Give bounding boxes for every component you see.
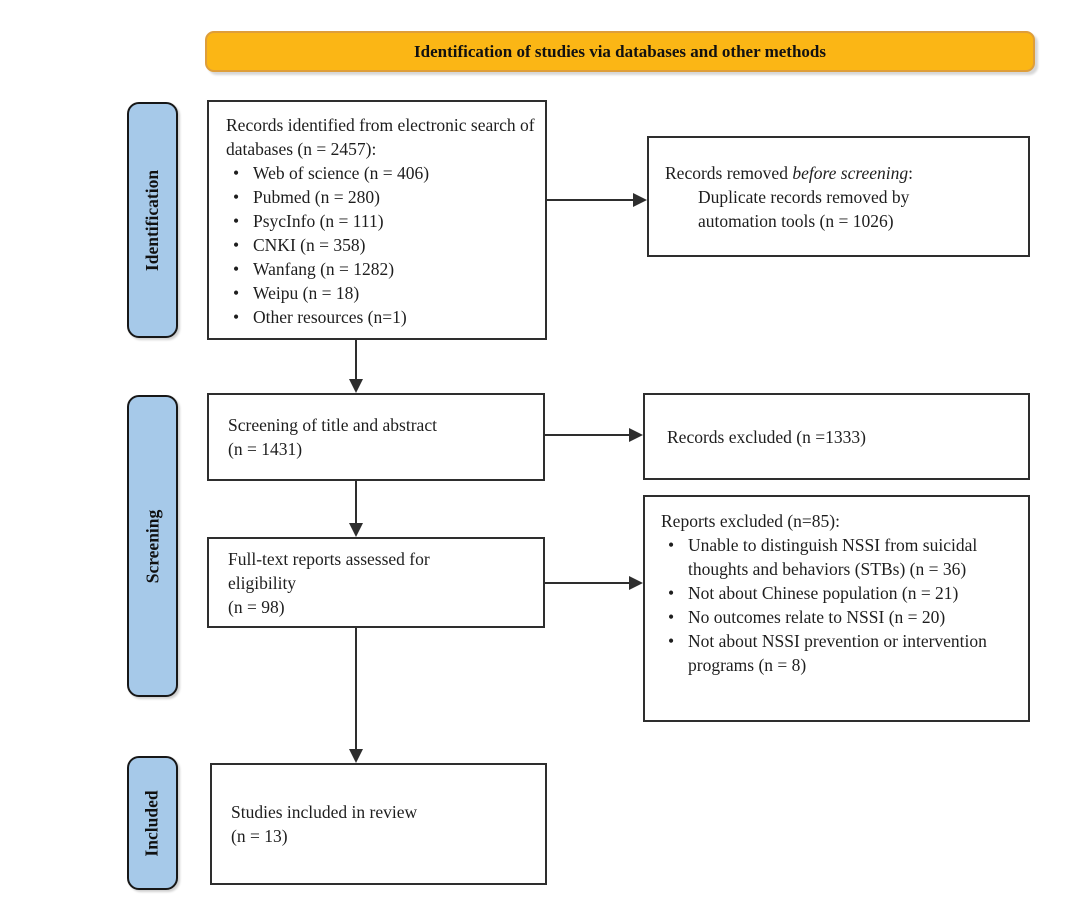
box-screening-title-abstract: Screening of title and abstract (n = 143… <box>207 393 545 481</box>
stage-label-screening-text: Screening <box>142 509 163 583</box>
box-records-removed: Records removed before screening: Duplic… <box>647 136 1030 257</box>
included-line1: Studies included in review <box>231 802 418 822</box>
exclusion-reason: Not about Chinese population (n = 21) <box>661 581 1022 605</box>
database-item: Web of science (n = 406) <box>226 161 537 185</box>
fulltext-line3: (n = 98) <box>228 596 285 617</box>
reports-excluded-heading: Reports excluded (n=85): <box>661 511 840 531</box>
database-item: Wanfang (n = 1282) <box>226 257 537 281</box>
arrow-line <box>545 582 631 584</box>
arrow-line <box>355 628 357 750</box>
database-item: Weipu (n = 18) <box>226 281 537 305</box>
arrow-head-right-icon <box>629 428 643 442</box>
exclusion-reason: Unable to distinguish NSSI from suicidal… <box>661 533 1022 581</box>
records-excluded-text: Records excluded (n =1333) <box>667 426 866 447</box>
records-removed-italic: before screening <box>792 162 909 183</box>
reports-excluded-list: Unable to distinguish NSSI from suicidal… <box>661 533 1022 677</box>
arrow-line <box>355 481 357 524</box>
box-records-identified: Records identified from electronic searc… <box>207 100 547 340</box>
records-identified-heading: Records identified from electronic searc… <box>226 115 535 159</box>
arrow-head-right-icon <box>629 576 643 590</box>
stage-label-included-text: Included <box>142 789 163 857</box>
exclusion-reason: No outcomes relate to NSSI (n = 20) <box>661 605 1022 629</box>
exclusion-reason: Not about NSSI prevention or interventio… <box>661 629 1022 677</box>
records-identified-list: Web of science (n = 406) Pubmed (n = 280… <box>226 161 537 329</box>
records-removed-line2: Duplicate records removed by <box>698 186 910 207</box>
database-item: Pubmed (n = 280) <box>226 185 537 209</box>
title-banner-label: Identification of studies via databases … <box>414 41 826 61</box>
arrow-line <box>545 434 631 436</box>
records-removed-prefix: Records removed <box>665 162 793 183</box>
box-records-excluded: Records excluded (n =1333) <box>643 393 1030 480</box>
stage-label-identification-text: Identification <box>142 169 162 271</box>
database-item: CNKI (n = 358) <box>226 233 537 257</box>
records-removed-suffix: : <box>908 162 914 183</box>
box-reports-excluded: Reports excluded (n=85): Unable to disti… <box>643 495 1030 722</box>
arrow-head-down-icon <box>349 749 363 763</box>
database-item: PsycInfo (n = 111) <box>226 209 537 233</box>
arrow-head-down-icon <box>349 523 363 537</box>
stage-label-included: Included <box>127 756 178 890</box>
screening-line2: (n = 1431) <box>228 439 303 459</box>
records-removed-heading: Records removed before screening: <box>665 161 1022 185</box>
database-item: Other resources (n=1) <box>226 305 537 329</box>
arrow-line <box>355 340 357 381</box>
fulltext-line2: eligibility <box>228 572 297 593</box>
included-line2: (n = 13) <box>231 826 288 846</box>
arrow-head-down-icon <box>349 379 363 393</box>
fulltext-line1: Full-text reports assessed for <box>228 548 430 569</box>
box-studies-included: Studies included in review (n = 13) <box>210 763 547 885</box>
stage-label-screening: Screening <box>127 395 178 697</box>
title-banner: Identification of studies via databases … <box>205 31 1035 72</box>
arrow-head-right-icon <box>633 193 647 207</box>
screening-line1: Screening of title and abstract <box>228 415 437 435</box>
stage-label-identification: Identification <box>127 102 178 338</box>
arrow-line <box>547 199 633 201</box>
box-fulltext-assessed: Full-text reports assessed for eligibili… <box>207 537 545 628</box>
records-removed-line3: automation tools (n = 1026) <box>698 210 894 231</box>
